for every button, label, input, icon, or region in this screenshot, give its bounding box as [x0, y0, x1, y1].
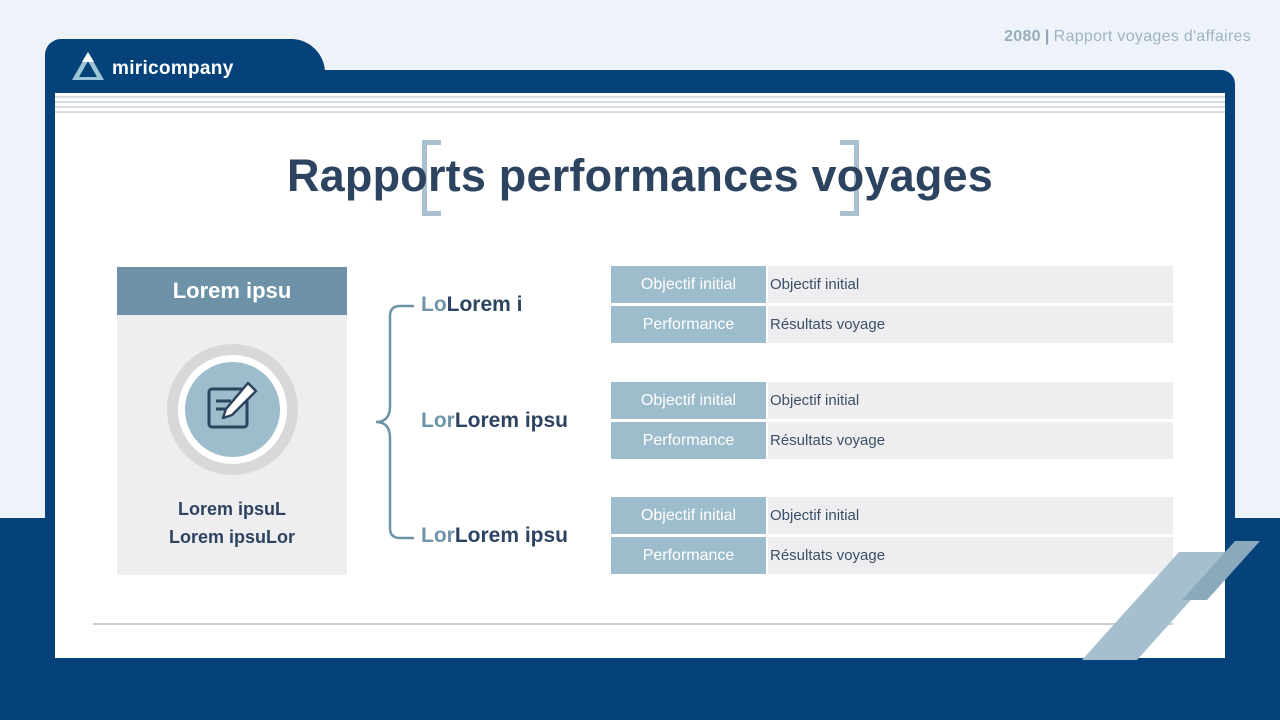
table-key: Performance	[611, 422, 766, 459]
paper-edge-lines	[55, 93, 1225, 115]
table-key: Objectif initial	[611, 382, 766, 419]
triangle-logo-icon	[72, 52, 104, 86]
row-label-1: LoLorem i	[421, 293, 523, 316]
brand-logo: miricompany	[72, 52, 234, 86]
table-value: Objectif initial	[768, 382, 1173, 419]
table-value: Objectif initial	[768, 497, 1173, 534]
card-heading: Lorem ipsu	[117, 267, 347, 315]
table-key: Performance	[611, 537, 766, 574]
card-line-1: Lorem ipsuL	[177, 499, 286, 519]
footer-divider	[93, 623, 1173, 625]
card-line-2: Lorem ipsuLor	[168, 527, 295, 547]
table-value: Résultats voyage	[768, 537, 1173, 574]
card-subtext: Lorem ipsuL Lorem ipsuLor	[117, 495, 347, 551]
brand-name: miricompany	[112, 58, 234, 79]
header-caption: 2080|Rapport voyages d'affaires	[1004, 28, 1251, 46]
table-value: Objectif initial	[768, 266, 1173, 303]
edit-document-icon	[205, 381, 261, 438]
header-year: 2080	[1004, 28, 1041, 45]
title-bracket-right	[840, 140, 859, 216]
page-number: 06	[1176, 611, 1192, 626]
table-value: Résultats voyage	[768, 306, 1173, 343]
table-value: Résultats voyage	[768, 422, 1173, 459]
header-subtitle: Rapport voyages d'affaires	[1053, 28, 1251, 45]
summary-card: Lorem ipsu Lorem ipsuL Lorem ipsuLor	[117, 267, 347, 575]
icon-ring	[167, 344, 298, 475]
row-label-3: LorLorem ipsu	[421, 524, 569, 547]
table-key: Objectif initial	[611, 497, 766, 534]
table-key: Performance	[611, 306, 766, 343]
curly-brace	[375, 304, 414, 540]
title-bracket-left	[422, 140, 441, 216]
page-title: Rapports performances voyages	[286, 150, 994, 201]
header-separator: |	[1044, 28, 1050, 45]
row-label-2: LorLorem ipsu	[421, 409, 569, 432]
table-key: Objectif initial	[611, 266, 766, 303]
